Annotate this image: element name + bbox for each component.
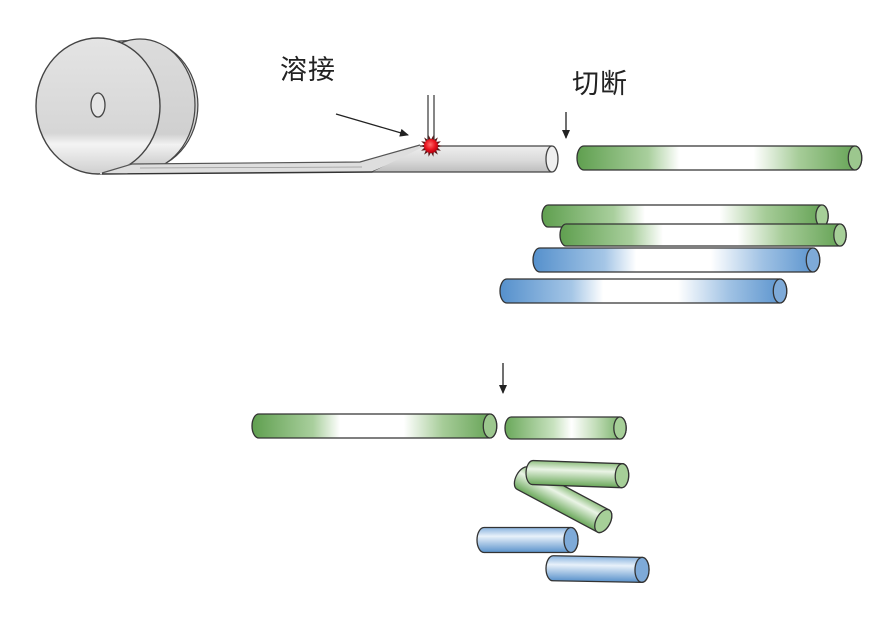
short-tube-green-end bbox=[613, 416, 627, 440]
short-piece-green-top-tube-body bbox=[525, 459, 630, 489]
short-tube-green-body bbox=[504, 416, 627, 440]
stacked-tube-blue-2-body bbox=[499, 278, 788, 304]
cut-tube-green bbox=[576, 145, 863, 171]
short-piece-blue-1-tube-end bbox=[563, 526, 579, 554]
stacked-tube-blue-1-body bbox=[532, 247, 821, 273]
cut-label: 切断 bbox=[572, 69, 628, 100]
short-piece-blue-1-tube-body bbox=[476, 526, 579, 554]
short-piece-green-top-tube bbox=[525, 459, 630, 489]
weld-pointer-arrow bbox=[335, 113, 409, 137]
short-piece-green-tilted-tube-end bbox=[594, 508, 613, 534]
short-piece-blue-1 bbox=[476, 526, 579, 554]
stacked-tube-green-2-body bbox=[559, 223, 847, 247]
short-piece-green-top-tube-end bbox=[614, 463, 630, 489]
stacked-tube-blue-1 bbox=[532, 247, 821, 273]
formed-tube bbox=[372, 145, 559, 173]
coil-hole bbox=[90, 92, 106, 118]
long-tube-green-end bbox=[482, 413, 498, 439]
cut-tube-green-end bbox=[847, 145, 863, 171]
long-tube-green bbox=[251, 413, 498, 439]
tube-group bbox=[251, 145, 863, 583]
weld-label: 溶接 bbox=[280, 55, 336, 86]
stacked-tube-blue-1-end bbox=[805, 247, 821, 273]
short-piece-blue-2 bbox=[545, 555, 650, 583]
short-piece-green-top bbox=[525, 459, 630, 489]
short-piece-blue-1-tube bbox=[476, 526, 579, 554]
spark-core bbox=[424, 139, 438, 153]
stacked-tube-green-2-end bbox=[833, 223, 847, 247]
long-tube-green-body bbox=[251, 413, 498, 439]
cut-tube-green-body bbox=[576, 145, 863, 171]
steel-coil bbox=[35, 37, 199, 175]
spark-icon bbox=[420, 135, 442, 157]
short-piece-blue-2-tube-body bbox=[545, 555, 650, 583]
stacked-tube-blue-2 bbox=[499, 278, 788, 304]
stacked-tube-blue-2-end bbox=[772, 278, 788, 304]
welding-electrode bbox=[427, 95, 435, 140]
short-tube-green bbox=[504, 416, 627, 440]
formed-tube-end bbox=[545, 145, 559, 173]
short-piece-blue-2-tube-end bbox=[634, 556, 650, 583]
short-piece-blue-2-tube bbox=[545, 555, 650, 583]
stacked-tube-green-2 bbox=[559, 223, 847, 247]
